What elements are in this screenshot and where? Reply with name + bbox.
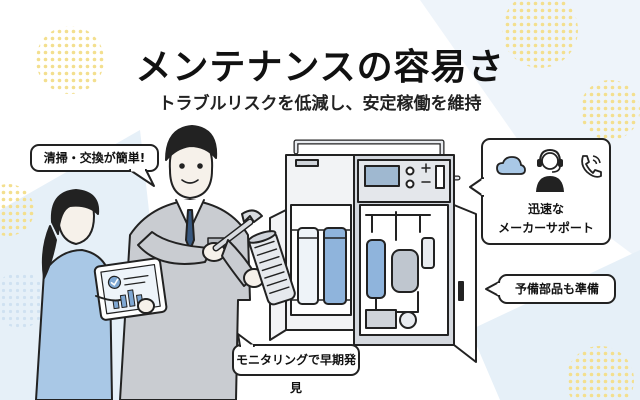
valve-unit [421,237,435,269]
page-title: メンテナンスの容易さ [135,47,505,88]
callout-monitoring-tail [237,333,255,348]
technician-hair [165,125,218,161]
bg-dots-top-right [502,0,578,68]
bar-chart-icon [112,289,144,310]
control-button-up [421,163,431,173]
operator-hair [50,189,100,235]
bg-dots-right [580,80,640,140]
headset-operator-icon [536,148,564,192]
motor-unit [365,309,397,329]
wrench-icon [241,209,263,223]
filter-cartridge-white [297,227,319,305]
callout-monitoring: モニタリングで早期発見 [232,344,360,395]
pump-unit [391,249,419,293]
control-display [364,165,400,187]
door-handle [458,281,464,301]
page-subtitle: トラブルリスクを低減し、安定稼働を維持 [158,94,482,114]
bg-dots-blue-left [0,272,48,328]
replacement-filter [247,230,296,306]
control-indicator [435,165,445,189]
machine-open-door [453,204,477,363]
pressure-vessel [366,239,386,299]
operator-ponytail [41,225,57,279]
cloud-icon [496,156,526,175]
machine-label-plate [295,159,319,167]
phone-icon [581,155,602,178]
callout-support: 迅速な メーカーサポート [481,138,611,245]
water-treatment-machine [269,139,477,363]
callout-spare-parts-tail [485,281,500,297]
callout-cleaning: 清掃・交換が簡単! [30,144,159,172]
bg-dots-top-left [36,26,104,94]
callout-spare-parts-text: 予備部品も準備 [514,282,599,296]
callout-cleaning-tail [129,168,155,187]
callout-support-tail [469,177,484,197]
gauge-unit [399,311,417,329]
bg-dots-bottom-right [566,346,634,400]
callout-support-text: 迅速な メーカーサポート [483,200,609,238]
callout-support-line2: メーカーサポート [498,221,594,235]
callout-monitoring-text: モニタリングで早期発見 [235,353,356,395]
technician-figure [119,125,296,400]
operator-tablet [93,257,168,321]
operator-hand [137,298,155,314]
callout-cleaning-text: 清掃・交換が簡単! [43,151,146,165]
callout-spare-parts: 予備部品も準備 [498,274,616,304]
operator-figure [35,189,168,400]
technician-tie [185,209,195,251]
filter-cartridge-blue [323,227,347,305]
callout-support-line1: 迅速な [527,202,564,216]
control-knob-1 [405,166,415,176]
bg-dots-left [0,184,34,236]
control-knob-2 [405,179,415,189]
